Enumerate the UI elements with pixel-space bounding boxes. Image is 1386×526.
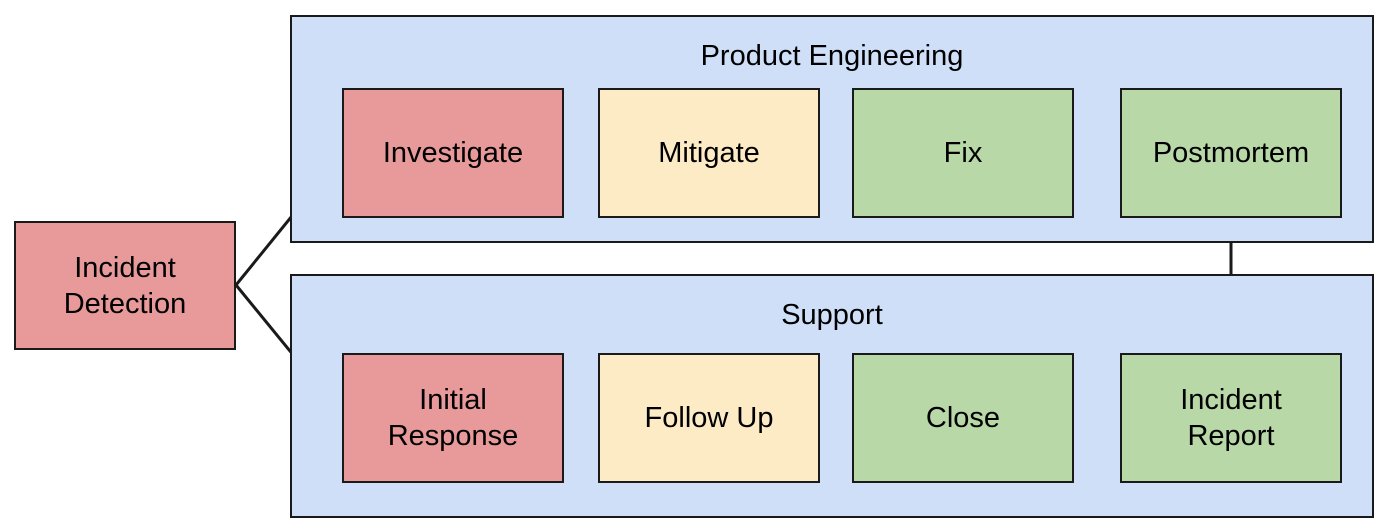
- node-incident-report[interactable]: Incident Report: [1120, 353, 1342, 483]
- node-follow-up[interactable]: Follow Up: [598, 353, 820, 483]
- node-initial-response[interactable]: Initial Response: [342, 353, 564, 483]
- node-mitigate[interactable]: Mitigate: [598, 88, 820, 218]
- node-postmortem[interactable]: Postmortem: [1120, 88, 1342, 218]
- node-close[interactable]: Close: [852, 353, 1074, 483]
- lane-title-support: Support: [781, 299, 883, 331]
- node-incident-detection[interactable]: Incident Detection: [14, 221, 236, 350]
- node-fix[interactable]: Fix: [852, 88, 1074, 218]
- lane-title-product-engineering: Product Engineering: [700, 40, 964, 72]
- node-investigate[interactable]: Investigate: [342, 88, 564, 218]
